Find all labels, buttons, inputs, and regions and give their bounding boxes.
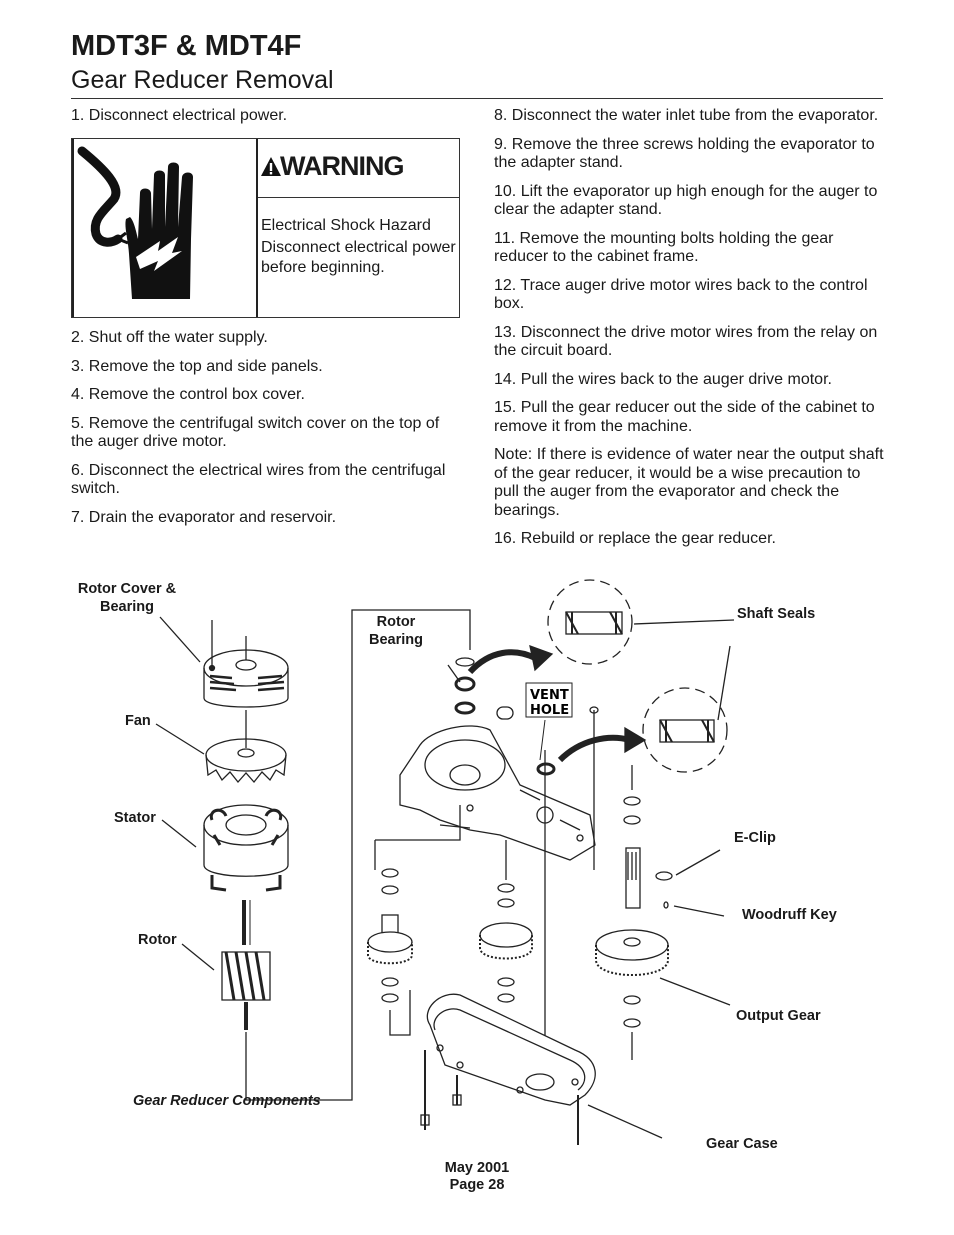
step-item: 3. Remove the top and side panels. bbox=[71, 357, 323, 375]
steps-right: 8. Disconnect the water inlet tube from … bbox=[494, 107, 884, 559]
warning-text: Electrical Shock Hazard Disconnect elect… bbox=[261, 216, 457, 280]
step-item: 15. Pull the gear reducer out the side o… bbox=[494, 399, 875, 435]
step-item: 16. Rebuild or replace the gear reducer. bbox=[494, 530, 776, 547]
gear-case-drawing bbox=[420, 993, 596, 1145]
step-item: 7. Drain the evaporator and reservoir. bbox=[71, 508, 337, 526]
e-clip-label: E-Clip bbox=[734, 830, 776, 846]
page-title: MDT3F & MDT4F bbox=[71, 30, 302, 62]
vent-label: VENT bbox=[530, 688, 569, 703]
header-divider bbox=[71, 98, 883, 99]
step-item: 1. Disconnect electrical power. bbox=[71, 107, 288, 124]
step-item: 9. Remove the three screws holding the e… bbox=[494, 135, 875, 172]
footer-page: Page 28 bbox=[449, 1177, 505, 1193]
stator-label: Stator bbox=[114, 810, 156, 826]
rotor-cover-label: Rotor Cover & Bearing bbox=[77, 581, 177, 615]
intermediate-gear-drawing bbox=[479, 750, 546, 1090]
step-item: 10. Lift the evaporator up high enough f… bbox=[494, 182, 878, 219]
step-item: 6. Disconnect the electrical wires from … bbox=[71, 461, 446, 498]
gear-case-label: Gear Case bbox=[706, 1136, 778, 1152]
output-gear-drawing bbox=[595, 765, 673, 1060]
warning-header: WARNING bbox=[258, 139, 459, 198]
hole-label: HOLE bbox=[530, 703, 569, 718]
step-item: 5. Remove the centrifugal switch cover o… bbox=[71, 414, 440, 451]
step-item: 11. Remove the mounting bolts holding th… bbox=[494, 229, 834, 266]
step-item: 2. Shut off the water supply. bbox=[71, 329, 268, 346]
step-item: 13. Disconnect the drive motor wires fro… bbox=[494, 323, 878, 360]
woodruff-key-label: Woodruff Key bbox=[742, 907, 837, 923]
rotor-cover-drawing bbox=[203, 620, 289, 708]
shaft-seals-label: Shaft Seals bbox=[737, 606, 816, 622]
step-item: 14. Pull the wires back to the auger dri… bbox=[494, 370, 832, 388]
rotor-bearing-label: Rotor Bearing bbox=[369, 614, 423, 648]
footer-date: May 2001 bbox=[444, 1160, 510, 1176]
fan-drawing bbox=[205, 710, 287, 784]
page-subtitle: Gear Reducer Removal bbox=[71, 66, 334, 94]
output-gear-label: Output Gear bbox=[736, 1008, 821, 1024]
diagram-caption: Gear Reducer Components bbox=[133, 1093, 321, 1109]
step-item: 8. Disconnect the water inlet tube from … bbox=[494, 107, 879, 124]
warning-word: WARNING bbox=[280, 151, 404, 181]
fan-label: Fan bbox=[125, 713, 151, 729]
stator-drawing bbox=[203, 804, 289, 892]
rotor-drawing bbox=[221, 609, 471, 1101]
shock-hazard-icon bbox=[72, 139, 258, 317]
idler-gear-drawing bbox=[367, 805, 461, 1036]
steps-left-top: 1. Disconnect electrical power. bbox=[71, 107, 456, 136]
warning-hazard: Electrical Shock Hazard bbox=[261, 217, 431, 234]
gear-reducer-diagram: VENT HOLE bbox=[155, 579, 735, 1145]
upper-housing-drawing bbox=[399, 725, 596, 861]
warning-box: WARNING Electrical Shock Hazard Disconne… bbox=[71, 138, 460, 318]
steps-left: 2. Shut off the water supply. 3. Remove … bbox=[71, 329, 456, 537]
step-item: 12. Trace auger drive motor wires back t… bbox=[494, 276, 868, 313]
warning-instruction: Disconnect electrical power before begin… bbox=[261, 239, 456, 276]
warning-triangle-icon bbox=[261, 157, 281, 176]
note-item: Note: If there is evidence of water near… bbox=[494, 446, 884, 519]
rotor-label: Rotor bbox=[138, 932, 177, 948]
step-item: 4. Remove the control box cover. bbox=[71, 386, 305, 403]
